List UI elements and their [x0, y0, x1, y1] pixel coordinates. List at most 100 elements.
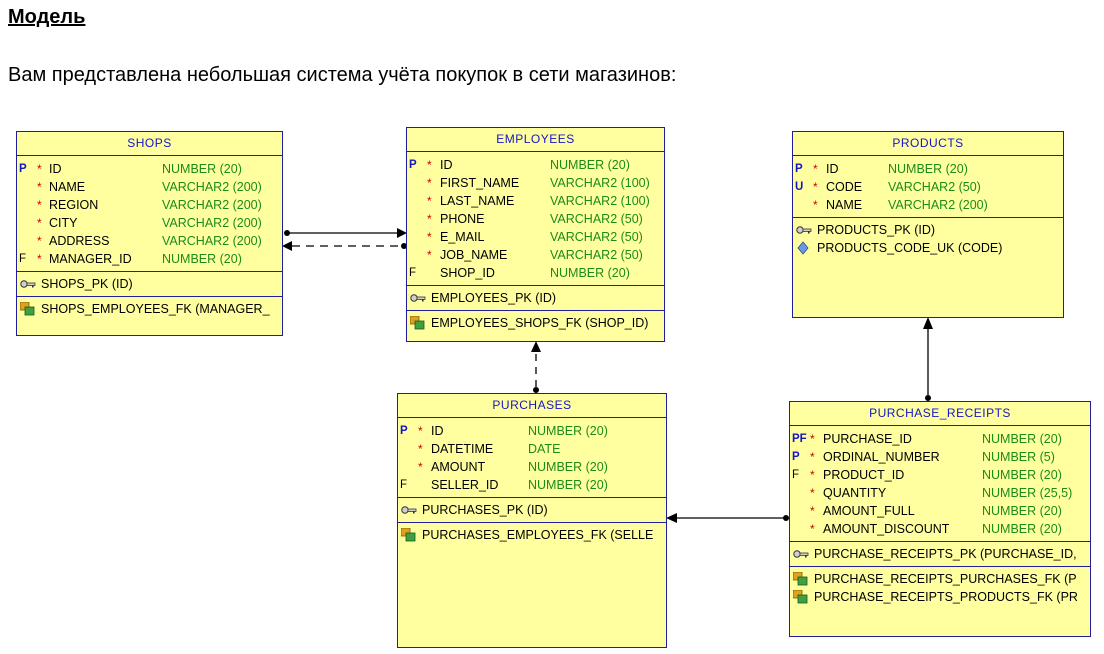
page-heading: Модель	[8, 6, 86, 28]
rel-shops-employees-arrow	[397, 228, 407, 238]
column-name: AMOUNT_DISCOUNT	[823, 522, 950, 536]
column-type: VARCHAR2 (100)	[550, 176, 650, 190]
rel-purchases-employees-arrow	[531, 341, 541, 352]
fk-list: SHOPS_EMPLOYEES_FK (MANAGER_	[17, 297, 282, 321]
column-type: VARCHAR2 (200)	[162, 234, 262, 248]
column-type: DATE	[528, 442, 561, 456]
rel-employees-shops-dot	[401, 243, 407, 249]
pk-label: SHOPS_PK (ID)	[41, 277, 133, 291]
mandatory-mark: *	[810, 504, 815, 518]
intro-text: Вам представлена небольшая система учёта…	[8, 64, 677, 86]
key-flag: P	[409, 159, 417, 171]
pk-row: EMPLOYEES_PK (ID)	[407, 289, 664, 307]
fk-label: PURCHASES_EMPLOYEES_FK (SELLE	[422, 528, 654, 542]
mandatory-mark: *	[427, 230, 432, 244]
mandatory-mark: *	[37, 234, 42, 248]
fk-label: PURCHASE_RECEIPTS_PRODUCTS_FK (PR	[814, 590, 1078, 604]
pk-label: EMPLOYEES_PK (ID)	[431, 291, 557, 305]
pk-label: PURCHASE_RECEIPTS_PK (PURCHASE_ID,	[814, 547, 1077, 561]
fk-list: PURCHASE_RECEIPTS_PURCHASES_FK (P PURCHA…	[790, 567, 1090, 609]
entity-title: EMPLOYEES	[407, 128, 664, 152]
entity-title: PURCHASES	[398, 394, 666, 418]
pk-row: PURCHASE_RECEIPTS_PK (PURCHASE_ID,	[790, 545, 1090, 563]
rel-receipts-purchases-dot	[783, 515, 789, 521]
column-type: VARCHAR2 (200)	[162, 198, 262, 212]
pk-row: SHOPS_PK (ID)	[17, 275, 282, 293]
column-name: NAME	[49, 180, 86, 194]
mandatory-mark: *	[37, 216, 42, 230]
key-flag: P	[795, 163, 803, 175]
fk-label: SHOPS_EMPLOYEES_FK (MANAGER_	[41, 302, 270, 316]
mandatory-mark: *	[813, 162, 818, 176]
pk-list: SHOPS_PK (ID)	[17, 272, 282, 297]
column-name: AMOUNT	[431, 460, 486, 474]
uk-label: PRODUCTS_CODE_UK (CODE)	[817, 241, 1003, 255]
mandatory-mark: *	[810, 432, 815, 446]
mandatory-mark: *	[810, 522, 815, 536]
mandatory-mark: *	[810, 468, 815, 482]
diamond-icon	[797, 241, 809, 255]
column-type: NUMBER (20)	[982, 432, 1062, 446]
column-name: PHONE	[440, 212, 485, 226]
key-flag: P	[400, 425, 408, 437]
column-type: NUMBER (20)	[550, 266, 630, 280]
mandatory-mark: *	[37, 180, 42, 194]
column-type: VARCHAR2 (50)	[550, 230, 643, 244]
column-list: P * ID NUMBER (20) * NAME VARCHAR2 (200) *REG…	[17, 156, 282, 272]
rel-employees-shops-arrow	[282, 241, 292, 251]
key-icon	[793, 550, 809, 558]
column-type: NUMBER (20)	[982, 468, 1062, 482]
mandatory-mark: *	[813, 198, 818, 212]
fk-row: PURCHASE_RECEIPTS_PRODUCTS_FK (PR	[790, 588, 1090, 606]
column-type: NUMBER (20)	[162, 162, 242, 176]
fk-row: PURCHASE_RECEIPTS_PURCHASES_FK (P	[790, 570, 1090, 588]
pk-label: PRODUCTS_PK (ID)	[817, 223, 936, 237]
mandatory-mark: *	[813, 180, 818, 194]
column-name: FIRST_NAME	[440, 176, 520, 190]
column-name: E_MAIL	[440, 230, 485, 244]
mandatory-mark: *	[418, 424, 423, 438]
column-name: SHOP_ID	[440, 266, 495, 280]
pk-list: EMPLOYEES_PK (ID)	[407, 286, 664, 311]
mandatory-mark: *	[427, 194, 432, 208]
column-name: CITY	[49, 216, 78, 230]
column-type: VARCHAR2 (50)	[550, 212, 643, 226]
key-flag: F	[792, 469, 800, 481]
column-name: DATETIME	[431, 442, 494, 456]
fk-key-icon	[20, 302, 35, 316]
column-name: ID	[431, 424, 444, 438]
key-icon	[401, 506, 417, 514]
column-name: JOB_NAME	[440, 248, 508, 262]
key-flag: P	[19, 163, 27, 175]
column-name: MANAGER_ID	[49, 252, 132, 266]
column-row: * NAME VARCHAR2 (200)	[17, 178, 282, 196]
column-type: VARCHAR2 (200)	[162, 180, 262, 194]
key-icon	[20, 280, 36, 288]
column-name: ID	[49, 162, 62, 176]
column-name: ID	[826, 162, 839, 176]
key-flag: U	[795, 181, 804, 193]
key-icon	[796, 226, 812, 234]
mandatory-mark: *	[427, 248, 432, 262]
mandatory-mark: *	[37, 252, 42, 266]
mandatory-mark: *	[810, 450, 815, 464]
